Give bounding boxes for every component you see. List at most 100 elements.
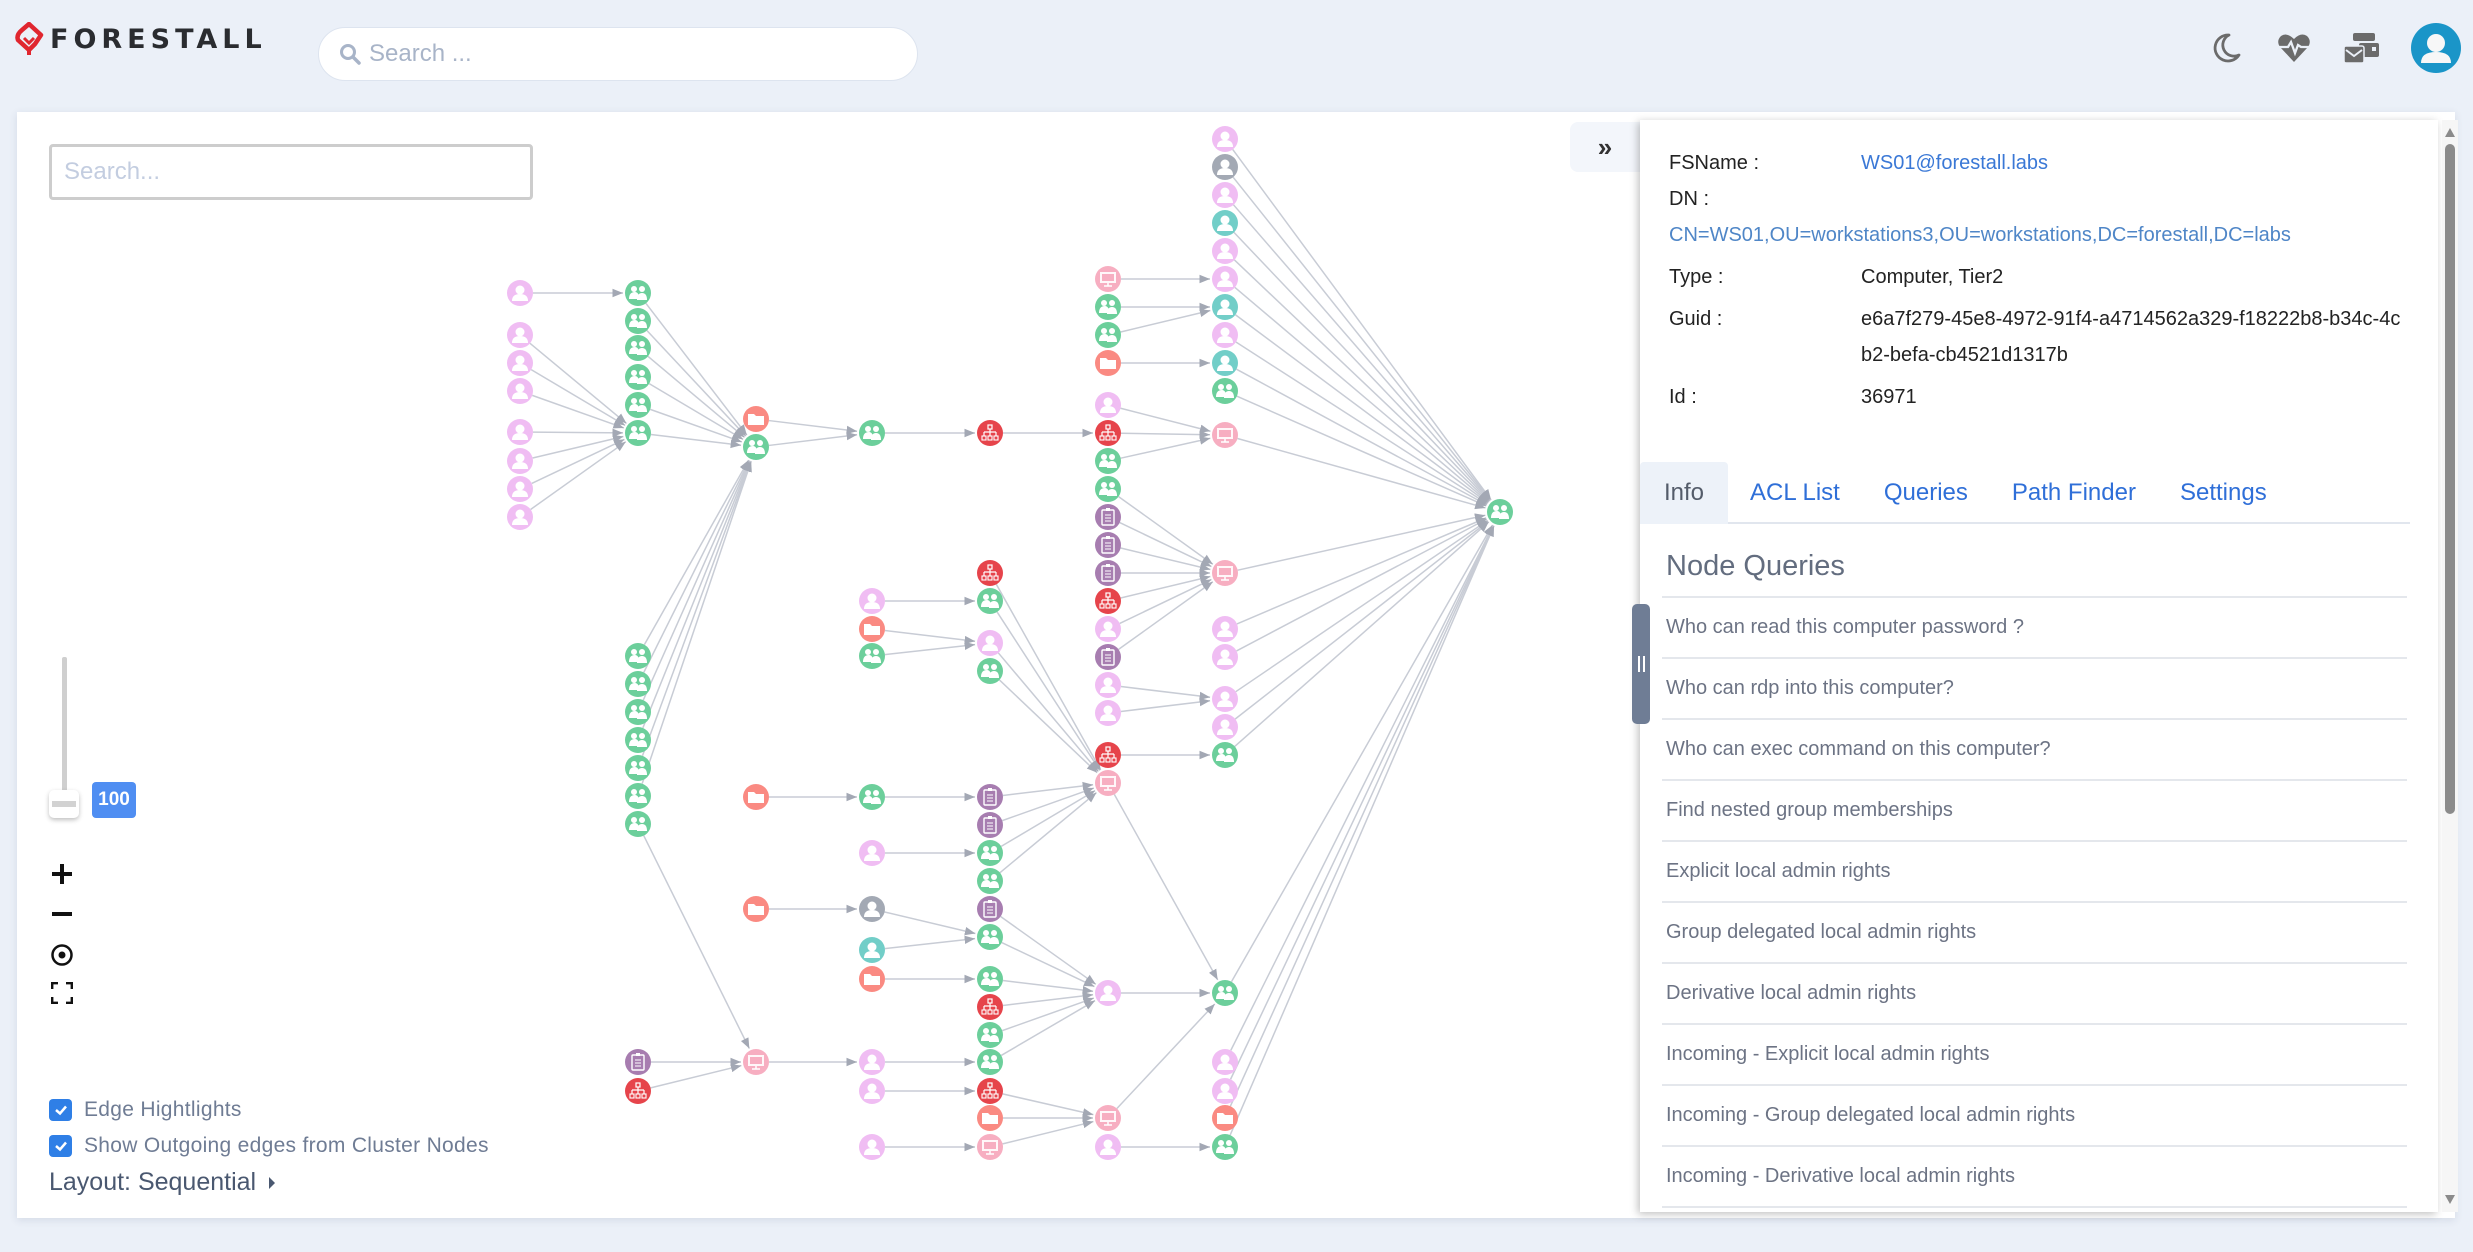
graph-node-group[interactable]	[977, 1049, 1003, 1075]
zoom-slider-handle[interactable]	[49, 790, 79, 818]
graph-network[interactable]	[17, 112, 1637, 1218]
graph-edge[interactable]	[1120, 407, 1211, 433]
graph-node-ou[interactable]	[977, 560, 1003, 586]
graph-node-gpo[interactable]	[977, 896, 1003, 922]
graph-edge[interactable]	[1000, 999, 1096, 1057]
graph-node-group[interactable]	[977, 840, 1003, 866]
query-item[interactable]: Who can exec command on this computer?	[1662, 720, 2407, 781]
graph-node-group[interactable]	[1212, 742, 1238, 768]
panel-scrollbar[interactable]	[2442, 120, 2458, 1212]
graph-node-container[interactable]	[743, 784, 769, 810]
graph-node-ou[interactable]	[625, 1078, 651, 1104]
graph-edge[interactable]	[1002, 781, 1094, 797]
graph-edge[interactable]	[1235, 341, 1488, 505]
graph-node-gpo[interactable]	[625, 1049, 651, 1075]
graph-node-gpo[interactable]	[1095, 504, 1121, 530]
graph-node-group[interactable]	[977, 966, 1003, 992]
query-item[interactable]: Explicit local admin rights	[1662, 842, 2407, 903]
graph-node-user[interactable]	[1095, 672, 1121, 698]
health-status-button[interactable]	[2275, 29, 2313, 67]
graph-edge[interactable]	[648, 382, 744, 440]
query-item[interactable]: Group delegated local admin rights	[1662, 903, 2407, 964]
graph-node-group[interactable]	[625, 364, 651, 390]
graph-node-gpo[interactable]	[977, 812, 1003, 838]
graph-edge[interactable]	[1234, 520, 1489, 720]
graph-node-computer[interactable]	[743, 1049, 769, 1075]
center-graph-button[interactable]	[45, 938, 79, 972]
graph-node-container[interactable]	[1212, 1105, 1238, 1131]
graph-edge[interactable]	[1234, 286, 1490, 503]
graph-edge[interactable]	[1236, 368, 1488, 506]
graph-search-input[interactable]	[49, 144, 533, 200]
forestall-logo[interactable]: FORESTALL	[14, 22, 267, 56]
graph-edge[interactable]	[1120, 697, 1211, 713]
graph-node-user[interactable]	[1095, 980, 1121, 1006]
edge-highlights-checkbox[interactable]	[49, 1099, 72, 1121]
graph-edge[interactable]	[1002, 979, 1094, 995]
graph-edge[interactable]	[1000, 915, 1097, 985]
graph-edge[interactable]	[1002, 1120, 1094, 1145]
graph-node-service-user[interactable]	[1212, 294, 1238, 320]
graph-node-user[interactable]	[1095, 1134, 1121, 1160]
graph-node-group[interactable]	[977, 588, 1003, 614]
graph-node-computer[interactable]	[1095, 1105, 1121, 1131]
graph-edge[interactable]	[1113, 793, 1219, 981]
graph-node-user[interactable]	[859, 1049, 885, 1075]
graph-node-computer[interactable]	[977, 1134, 1003, 1160]
graph-edge[interactable]	[532, 428, 624, 437]
graph-edge[interactable]	[1002, 1093, 1094, 1117]
graph-node-user[interactable]	[1095, 392, 1121, 418]
graph-edge[interactable]	[1234, 521, 1490, 747]
fit-screen-button[interactable]	[45, 976, 79, 1010]
graph-edge[interactable]	[999, 792, 1097, 874]
graph-node-user[interactable]	[507, 280, 533, 306]
graph-edge[interactable]	[1236, 517, 1487, 625]
graph-node-group[interactable]	[625, 727, 651, 753]
graph-node-group[interactable]	[1487, 499, 1513, 525]
graph-node-ou[interactable]	[977, 420, 1003, 446]
graph-node-user[interactable]	[507, 504, 533, 530]
graph-edge[interactable]	[1120, 430, 1211, 439]
graph-node-user[interactable]	[1212, 1049, 1238, 1075]
graph-edge[interactable]	[1233, 231, 1491, 502]
graph-edge[interactable]	[996, 611, 1101, 771]
graph-node-user[interactable]	[859, 588, 885, 614]
graph-edge[interactable]	[647, 355, 745, 438]
graph-edge[interactable]	[1232, 176, 1492, 501]
query-item[interactable]: Find nested group memberships	[1662, 781, 2407, 842]
graph-node-group[interactable]	[859, 420, 885, 446]
graph-node-computer[interactable]	[1095, 266, 1121, 292]
graph-node-group[interactable]	[625, 699, 651, 725]
query-item[interactable]: Incoming - Group delegated local admin r…	[1662, 1086, 2407, 1147]
graph-node-user[interactable]	[1212, 238, 1238, 264]
graph-edge[interactable]	[1233, 259, 1490, 503]
graph-edge[interactable]	[649, 408, 743, 443]
graph-edge[interactable]	[998, 679, 1098, 774]
graph-node-user[interactable]	[507, 476, 533, 502]
zoom-out-button[interactable]	[45, 897, 79, 931]
graph-node-user[interactable]	[507, 448, 533, 474]
graph-node-group[interactable]	[977, 658, 1003, 684]
graph-node-container[interactable]	[1095, 350, 1121, 376]
graph-edge[interactable]	[530, 368, 626, 426]
graph-edge[interactable]	[641, 460, 752, 784]
scroll-up-arrow[interactable]	[2445, 128, 2455, 137]
graph-node-ou[interactable]	[1095, 742, 1121, 768]
tab-queries[interactable]: Queries	[1883, 479, 1968, 506]
graph-node-user[interactable]	[1212, 686, 1238, 712]
query-item[interactable]: Incoming - Derivative local admin rights	[1662, 1147, 2407, 1208]
graph-node-user[interactable]	[1095, 700, 1121, 726]
graph-edge[interactable]	[884, 629, 976, 645]
graph-edge[interactable]	[645, 302, 748, 436]
graph-node-disabled-user[interactable]	[859, 896, 885, 922]
graph-node-group[interactable]	[1095, 448, 1121, 474]
graph-edge[interactable]	[1232, 204, 1491, 502]
graph-edge[interactable]	[643, 459, 750, 646]
messages-button[interactable]	[2343, 29, 2381, 67]
graph-edge[interactable]	[1237, 513, 1486, 571]
graph-node-container[interactable]	[977, 1105, 1003, 1131]
graph-edge[interactable]	[768, 419, 858, 435]
panel-resize-handle[interactable]	[1632, 604, 1650, 724]
graph-edge[interactable]	[1119, 521, 1212, 568]
graph-node-group[interactable]	[743, 434, 769, 460]
